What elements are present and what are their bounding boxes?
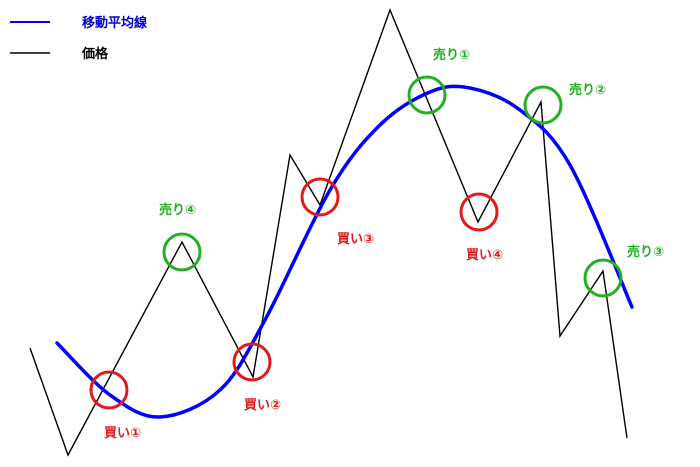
sell-signal-circle <box>523 85 563 125</box>
legend: 移動平均線 価格 <box>10 15 148 62</box>
series-layer <box>29 8 634 457</box>
legend-label-moving-average: 移動平均線 <box>82 15 148 31</box>
sell-signal-label: 売り② <box>569 82 606 98</box>
sell-signal-circle <box>162 232 202 272</box>
buy-signal-label: 買い④ <box>466 248 503 263</box>
sell-signal-label: 売り③ <box>627 244 664 260</box>
buy-signal-label: 買い① <box>104 426 141 441</box>
legend-label-price: 価格 <box>81 46 109 62</box>
sell-signal-circle <box>583 258 623 298</box>
series-line-price <box>29 8 628 457</box>
series-line-moving-average <box>55 84 634 419</box>
buy-signal-label: 買い③ <box>337 232 374 247</box>
sell-signal-label: 売り① <box>433 47 470 63</box>
annotation-layer: 買い① 買い② 買い③ 買い④ 売り① 売り② 売り③ 売り④ <box>89 47 664 441</box>
sell-signal-circle <box>407 75 447 115</box>
buy-signal-circle <box>232 342 272 382</box>
buy-signal-circle <box>89 370 129 410</box>
buy-signal-circle <box>300 177 340 217</box>
buy-signal-label: 買い② <box>244 398 281 413</box>
buy-signal-circle <box>459 192 499 232</box>
sell-signal-label: 売り④ <box>159 202 196 218</box>
